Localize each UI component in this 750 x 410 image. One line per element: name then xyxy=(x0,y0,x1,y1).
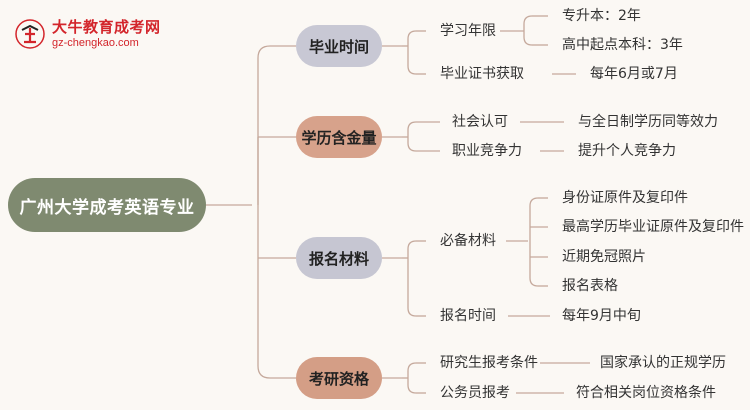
leaf-highest-diploma: 最高学历毕业证原件及复印件 xyxy=(562,219,744,235)
node-diploma-acquisition: 毕业证书获取 xyxy=(440,66,524,82)
leaf-improve-competitiveness: 提升个人竞争力 xyxy=(578,143,676,159)
node-civil-service: 公务员报考 xyxy=(440,385,510,401)
logo-url: gz-chengkao.com xyxy=(52,36,139,49)
logo-title: 大牛教育成考网 xyxy=(52,17,161,36)
node-career-competitiveness: 职业竞争力 xyxy=(452,143,522,159)
leaf-recognized-degree: 国家承认的正规学历 xyxy=(600,355,726,371)
leaf-highschool-3y: 高中起点本科：3年 xyxy=(562,37,683,53)
branch-degree-value: 学历含金量 xyxy=(296,116,382,158)
node-social-recognition: 社会认可 xyxy=(452,114,508,130)
branch-application-materials: 报名材料 xyxy=(296,237,382,279)
root-trunk xyxy=(257,45,271,379)
leaf-mid-september: 每年9月中旬 xyxy=(562,308,641,324)
leaf-june-july: 每年6月或7月 xyxy=(590,66,678,82)
node-required-materials: 必备材料 xyxy=(440,233,496,249)
branch-postgrad-eligibility: 考研资格 xyxy=(296,357,382,399)
leaf-job-qualifications: 符合相关岗位资格条件 xyxy=(576,385,716,401)
logo-mark-icon xyxy=(15,19,45,49)
node-postgrad-conditions: 研究生报考条件 xyxy=(440,355,538,371)
leaf-application-form: 报名表格 xyxy=(562,278,618,294)
node-study-duration: 学习年限 xyxy=(440,23,496,39)
leaf-upgrade-2y: 专升本：2年 xyxy=(562,8,641,24)
node-application-time: 报名时间 xyxy=(440,308,496,324)
leaf-equal-validity: 与全日制学历同等效力 xyxy=(578,114,718,130)
leaf-id-card: 身份证原件及复印件 xyxy=(562,190,688,206)
root-node: 广州大学成考英语专业 xyxy=(8,178,206,232)
leaf-recent-photo: 近期免冠照片 xyxy=(562,249,646,265)
branch-graduation-time: 毕业时间 xyxy=(296,25,382,67)
site-logo[interactable]: 大牛教育成考网 gz-chengkao.com xyxy=(14,18,161,50)
